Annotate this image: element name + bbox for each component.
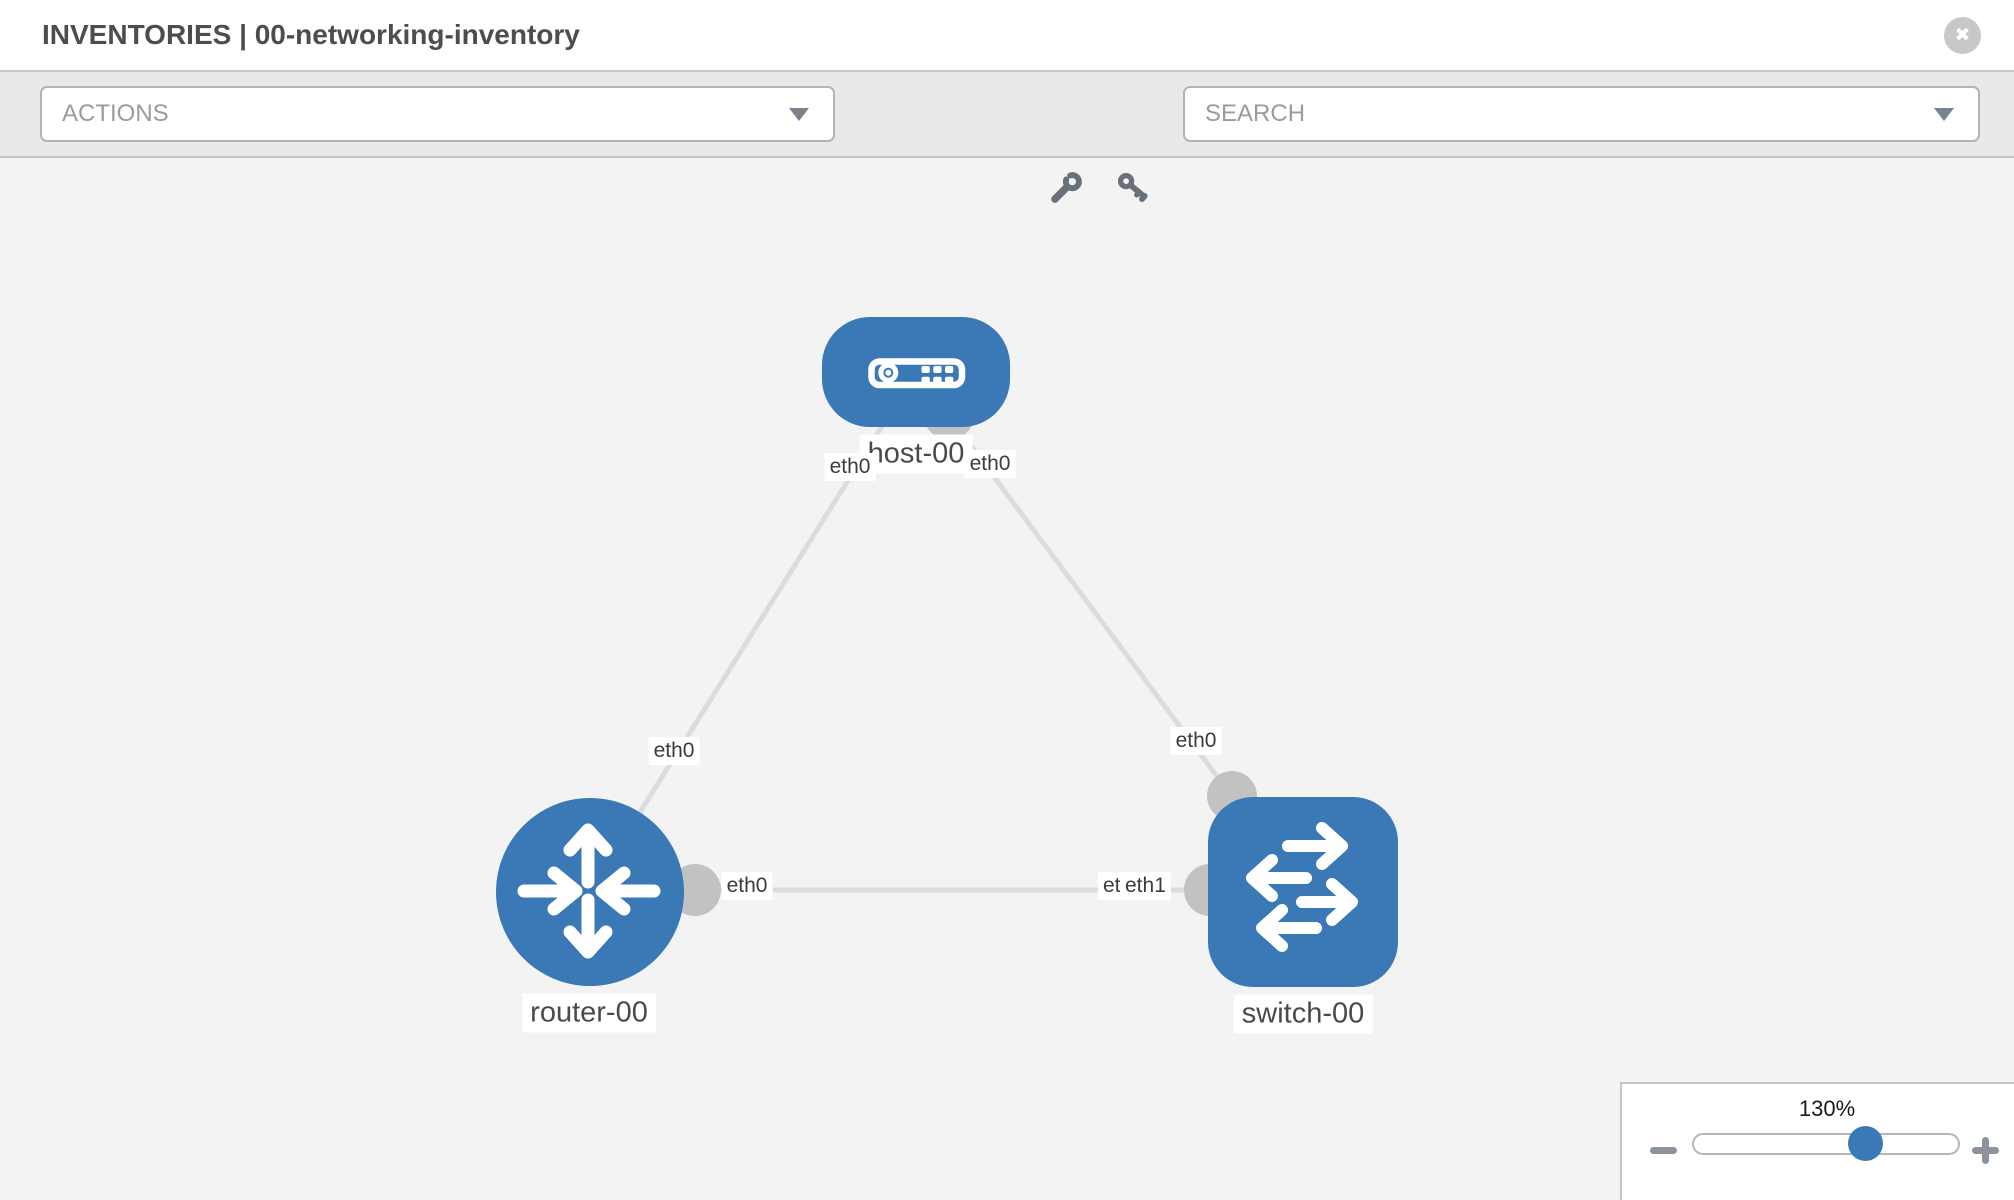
node-label-host-00: host-00 — [859, 434, 973, 474]
iface-label-host00-eth0-to-switch: eth0 — [964, 450, 1016, 478]
zoom-panel: 130% — [1620, 1082, 2014, 1200]
toolbar: ACTIONS SEARCH — [0, 72, 2014, 203]
router-icon — [517, 823, 661, 959]
caret-down-icon — [789, 108, 809, 121]
iface-label-switch00-eth0: eth0 — [1170, 727, 1222, 755]
page-title: INVENTORIES | 00-networking-inventory — [42, 19, 580, 50]
zoom-slider[interactable] — [1692, 1126, 1960, 1161]
configure-button[interactable] — [1046, 168, 1086, 208]
search-dropdown[interactable]: SEARCH — [1183, 86, 1980, 142]
zoom-out-button[interactable] — [1650, 1137, 1677, 1164]
key-icon — [1117, 172, 1148, 203]
minus-icon — [1650, 1147, 1677, 1154]
close-icon: ✖ — [1954, 25, 1971, 46]
node-label-router-00: router-00 — [522, 993, 656, 1033]
node-router-00[interactable] — [496, 798, 684, 986]
search-placeholder: SEARCH — [1205, 100, 1306, 127]
topology-canvas[interactable] — [0, 158, 2014, 1200]
caret-down-icon — [1934, 108, 1954, 121]
node-switch-00[interactable] — [1208, 797, 1398, 987]
iface-label-switch00-eth1: eth1 — [1120, 872, 1171, 900]
wrench-icon — [1051, 172, 1082, 203]
host-icon — [868, 358, 966, 389]
zoom-in-button[interactable] — [1972, 1137, 1999, 1164]
close-button[interactable]: ✖ — [1944, 17, 1981, 54]
iface-label-host00-eth0-to-router: eth0 — [824, 453, 876, 481]
node-label-switch-00: switch-00 — [1233, 994, 1373, 1034]
switch-icon — [1246, 822, 1358, 952]
actions-dropdown-label: ACTIONS — [62, 100, 169, 127]
actions-dropdown[interactable]: ACTIONS — [40, 86, 835, 142]
zoom-slider-thumb[interactable] — [1848, 1126, 1883, 1161]
node-host-00[interactable] — [822, 317, 1010, 427]
header: INVENTORIES | 00-networking-inventory ✖ — [0, 0, 2014, 72]
zoom-level-label: 130% — [1798, 1096, 1856, 1121]
credentials-button[interactable] — [1113, 168, 1153, 208]
iface-label-router00-eth0-to-host: eth0 — [648, 737, 700, 765]
iface-label-router00-eth0-to-switch: eth0 — [721, 872, 773, 900]
